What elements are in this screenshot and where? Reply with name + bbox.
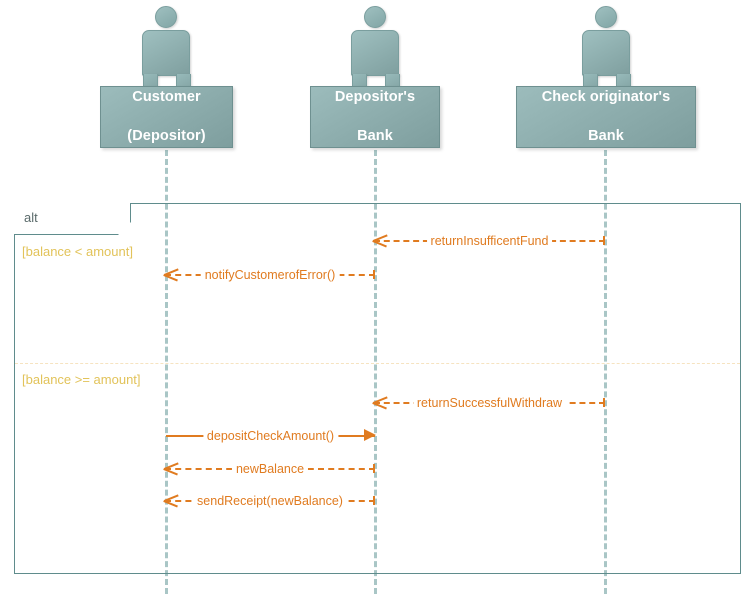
fragment-operator-label: alt bbox=[24, 210, 38, 225]
message-label: notifyCustomerofError() bbox=[200, 265, 340, 285]
message-label: newBalance bbox=[231, 459, 309, 479]
message-label: returnSuccessfulWithdraw bbox=[412, 393, 567, 413]
lifeline-customer bbox=[165, 150, 168, 594]
message-source-stub bbox=[603, 398, 605, 407]
message-notifyCustomerofError[interactable]: notifyCustomerofError() bbox=[165, 265, 375, 285]
actor-body-icon bbox=[582, 30, 630, 76]
arrowhead-filled-right-icon bbox=[364, 429, 376, 441]
actor-body-icon bbox=[351, 30, 399, 76]
actor-head-icon bbox=[595, 6, 617, 28]
message-label: depositCheckAmount() bbox=[202, 426, 339, 446]
message-source-stub bbox=[373, 496, 375, 505]
actor-head-icon bbox=[155, 6, 177, 28]
message-label: returnInsufficentFund bbox=[426, 231, 553, 251]
actor-figure-check-originators-bank bbox=[582, 6, 631, 97]
guard-condition-1: [balance < amount] bbox=[22, 244, 133, 259]
participant-label-customer: Customer(Depositor) bbox=[127, 89, 206, 144]
actor-figure-customer bbox=[142, 6, 191, 97]
lifeline-depositors-bank bbox=[374, 150, 377, 594]
combined-fragment-alt[interactable] bbox=[14, 203, 741, 574]
message-label: sendReceipt(newBalance) bbox=[193, 491, 347, 511]
guard-condition-2: [balance >= amount] bbox=[22, 372, 141, 387]
message-sendReceipt[interactable]: sendReceipt(newBalance) bbox=[165, 491, 375, 511]
message-source-stub bbox=[603, 236, 605, 245]
fragment-operand-divider bbox=[15, 363, 740, 364]
message-depositCheckAmount[interactable]: depositCheckAmount() bbox=[166, 426, 376, 446]
actor-figure-depositors-bank bbox=[351, 6, 400, 97]
message-source-stub bbox=[373, 464, 375, 473]
participant-box-customer[interactable]: Customer(Depositor) bbox=[100, 86, 233, 148]
message-returnSuccessfulWithdraw[interactable]: returnSuccessfulWithdraw bbox=[374, 393, 605, 413]
fragment-operator-tab bbox=[14, 203, 131, 235]
message-newBalance[interactable]: newBalance bbox=[165, 459, 375, 479]
lifeline-check-originators-bank bbox=[604, 150, 607, 594]
actor-head-icon bbox=[364, 6, 386, 28]
message-source-stub bbox=[373, 270, 375, 279]
message-returnInsufficentFund[interactable]: returnInsufficentFund bbox=[374, 231, 605, 251]
actor-body-icon bbox=[142, 30, 190, 76]
